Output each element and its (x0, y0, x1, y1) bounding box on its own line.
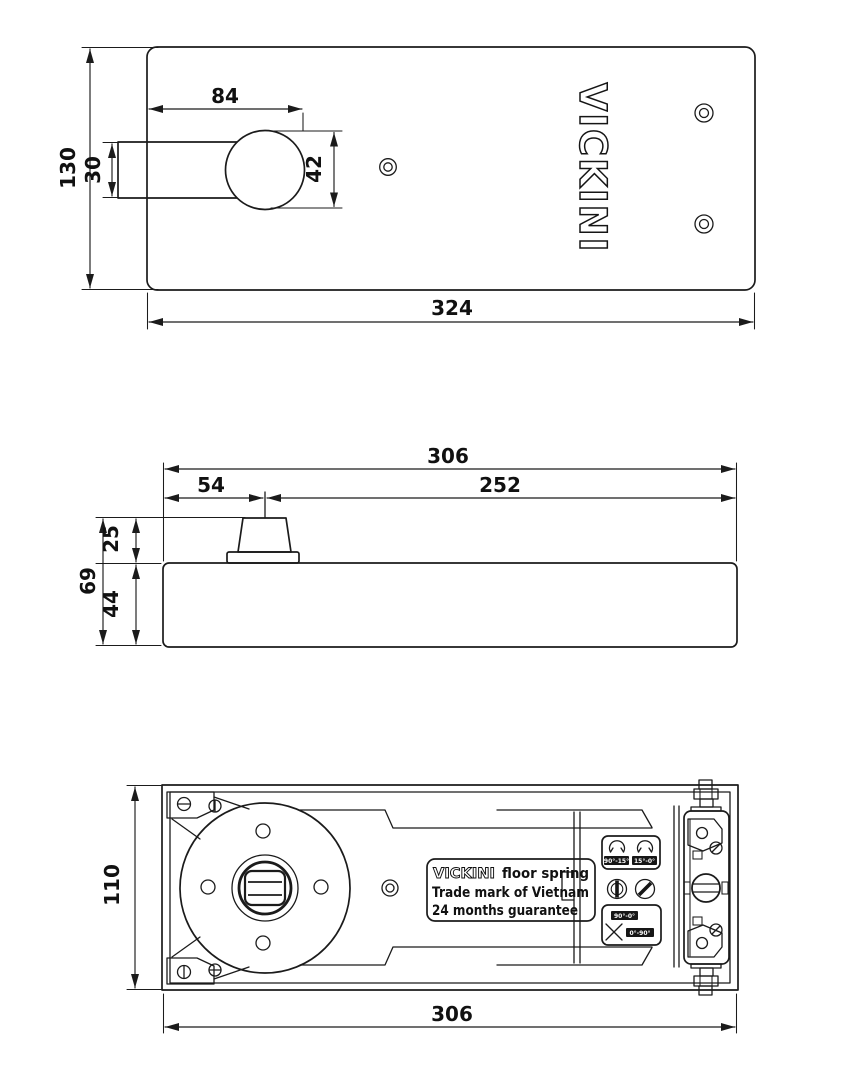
dim-label: 306 (431, 1002, 473, 1026)
dim-box-width-110: 110 (100, 784, 162, 991)
dim-label: 42 (302, 155, 326, 183)
dim-label: 30 (81, 156, 105, 184)
nameplate-product: floor spring (502, 866, 589, 882)
brand-logo-engraving: VICKINI (571, 83, 614, 254)
arm-head-circle (224, 129, 306, 211)
side-view: 306 54 252 69 25 44 (76, 444, 738, 648)
screw-hole-icon (694, 214, 714, 234)
spindle-arm (117, 129, 306, 211)
dim-label: 130 (56, 147, 80, 189)
hex-bolt-icon (690, 779, 722, 812)
anchor-plate-top-left (166, 791, 250, 840)
dim-label: 324 (431, 296, 473, 320)
adjust-screw-vertical-icon (606, 878, 628, 900)
screw-hole-icon (381, 879, 399, 897)
nameplate-line2: Trade mark of Vietnam (432, 885, 589, 901)
main-adjust-screw-icon (683, 873, 729, 903)
valve1-range-label: 90°-15° (604, 858, 629, 865)
clamp-top (687, 818, 723, 860)
clamp-bottom (687, 916, 723, 958)
crossed-range-top-label: 90°-0° (614, 913, 635, 920)
dim-body-length-306: 306 (162, 444, 738, 562)
dim-spindle-height-25: 25 (99, 518, 140, 563)
nameplate: VICKINI floor spring Trade mark of Vietn… (426, 858, 596, 922)
body-outline (162, 562, 738, 648)
dim-arm-length-84: 84 (148, 84, 304, 132)
screw-icon (709, 841, 723, 855)
crossed-angle-icon (605, 923, 623, 941)
dim-label: 110 (100, 864, 124, 906)
valve-icon (608, 840, 626, 853)
valve-icon (636, 840, 654, 853)
cover-plate-outline (146, 46, 756, 291)
dim-head-diameter-42: 42 (270, 130, 343, 209)
adjust-screw-diagonal-icon (634, 878, 656, 900)
dim-height-130: 130 (56, 46, 159, 291)
dim-arm-width-30: 30 (81, 141, 120, 199)
adjustment-panel: 90°-15° 15°-0° 90°-0° 0°-90° (601, 835, 662, 946)
anchor-plate-bottom-left (166, 936, 250, 985)
dim-label: 306 (427, 444, 469, 468)
internal-plate-edges (299, 805, 680, 968)
adjusting-bracket (683, 779, 730, 996)
dim-body-height-44: 44 (99, 564, 140, 645)
crossed-range-bottom-label: 0°-90° (629, 930, 650, 937)
top-view: VICKINI 130 84 30 42 (56, 46, 756, 330)
dim-length-324: 324 (146, 292, 756, 330)
cam-circle (179, 802, 351, 974)
bottom-view: VICKINI floor spring Trade mark of Vietn… (100, 779, 739, 1034)
dim-label: 54 (197, 473, 225, 497)
dim-label: 84 (211, 84, 239, 108)
dim-label: 44 (99, 590, 123, 618)
arm-body-outline (117, 141, 238, 199)
dim-spindle-offset-54: 54 (164, 473, 264, 502)
screw-icon (709, 923, 723, 937)
screw-hole-icon (694, 103, 714, 123)
screw-hole-icon (379, 158, 397, 176)
cam-mechanism (179, 802, 351, 974)
dim-total-height-69: 69 (76, 516, 246, 647)
nameplate-brand: VICKINI (433, 866, 495, 882)
spindle-hub (231, 854, 299, 922)
spindle (226, 491, 300, 564)
dim-label: 252 (479, 473, 521, 497)
cement-box-outer (161, 784, 739, 991)
hex-bolt-icon (690, 963, 722, 996)
valve2-range-label: 15°-0° (634, 858, 655, 865)
cement-box-inner (169, 791, 731, 984)
nameplate-line3: 24 months guarantee (432, 903, 578, 919)
dim-label: 25 (99, 525, 123, 553)
dim-label: 69 (76, 567, 100, 595)
dim-spindle-to-end-252: 252 (266, 473, 736, 502)
dim-box-length-306: 306 (162, 993, 738, 1034)
